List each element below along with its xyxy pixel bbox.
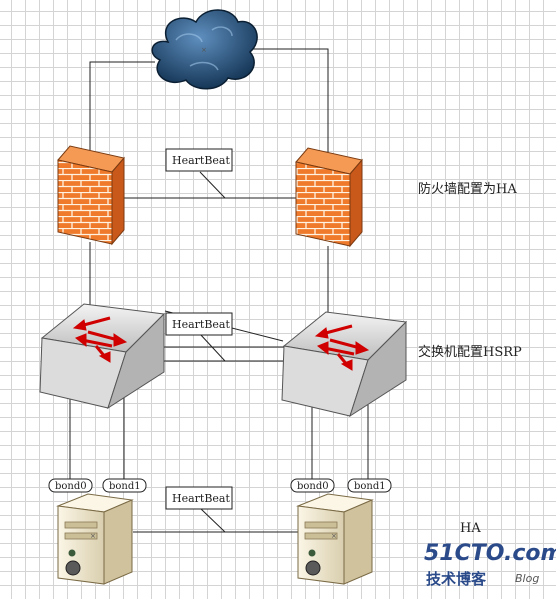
bond-text: bond0 [297, 481, 329, 492]
bond-text: bond1 [109, 481, 141, 492]
server-annotation: HA [460, 521, 481, 536]
server-icon: × [296, 493, 374, 585]
switch-annotation: 交换机配置HSRP [418, 344, 522, 360]
hb1-leader [199, 171, 226, 199]
hb3-leader [199, 507, 226, 533]
server-icon: × [56, 493, 134, 585]
heartbeat-text: HeartBeat [172, 154, 230, 167]
firewall-annotation: 防火墙配置为HA [418, 181, 517, 197]
firewall-icon [57, 145, 125, 246]
watermark-blog: Blog [515, 572, 539, 585]
svg-text:×: × [331, 532, 337, 540]
heartbeat-label: HeartBeat [165, 486, 233, 510]
bond-label: bond0 [290, 478, 335, 493]
bond-text: bond1 [354, 481, 386, 492]
bond-label: bond1 [347, 478, 392, 493]
switch-icon [281, 311, 408, 418]
heartbeat-text: HeartBeat [172, 318, 230, 331]
switch-icon [39, 303, 166, 410]
svg-text:×: × [201, 46, 207, 54]
heartbeat-label: HeartBeat [165, 148, 233, 172]
watermark-brand: 51CTO.com [424, 541, 556, 566]
bond-text: bond0 [55, 481, 87, 492]
cloud-icon: × [151, 9, 258, 90]
bond-label: bond1 [102, 478, 147, 493]
watermark-logo: 51CTO.com 技术博客 Blog [424, 541, 556, 588]
link-cloud-right [250, 48, 329, 200]
watermark-sub: 技术博客 [426, 570, 487, 588]
connection-lines [69, 48, 369, 533]
hb2-leader [199, 333, 226, 362]
firewall-icon [295, 147, 363, 248]
svg-text:×: × [90, 532, 96, 540]
heartbeat-label: HeartBeat [165, 312, 233, 336]
bond-label: bond0 [48, 478, 93, 493]
heartbeat-text: HeartBeat [172, 492, 230, 505]
